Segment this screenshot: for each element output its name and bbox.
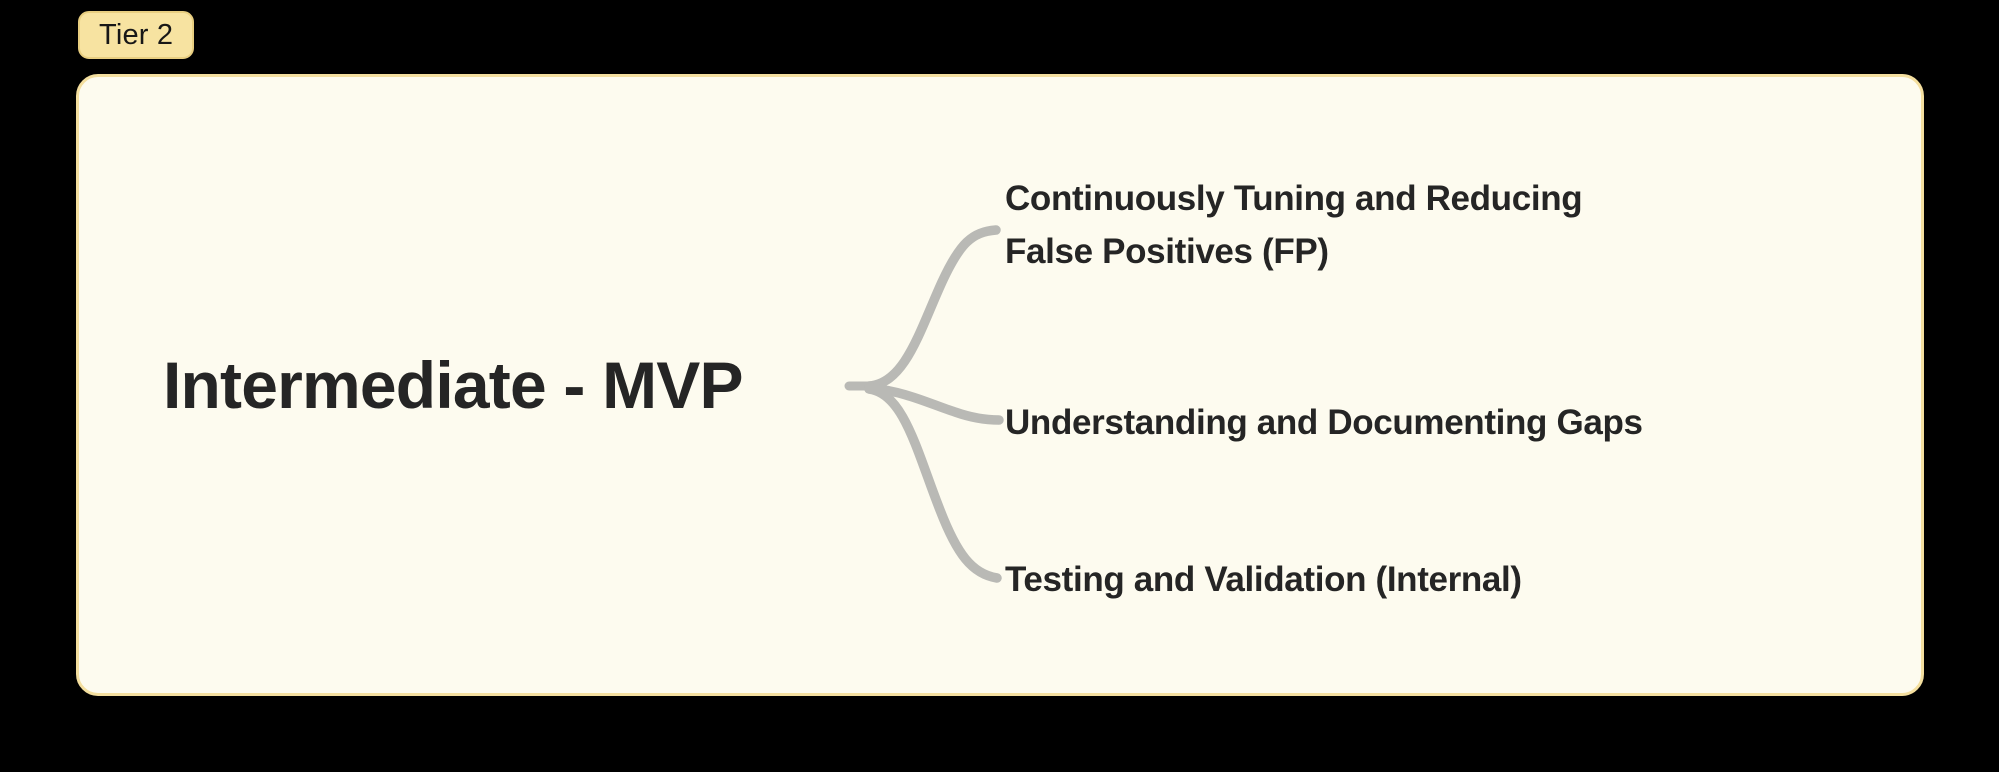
mindmap-branch-label-2: Testing and Validation (Internal) bbox=[1005, 560, 1522, 599]
mindmap-root-node: Intermediate - MVP bbox=[163, 340, 853, 432]
mindmap-branch-label-0: Continuously Tuning and Reducing False P… bbox=[1005, 179, 1583, 272]
mindmap-branch-label-1: Understanding and Documenting Gaps bbox=[1005, 403, 1643, 442]
mindmap-root-label: Intermediate - MVP bbox=[163, 348, 744, 423]
tier-badge-label: Tier 2 bbox=[99, 18, 174, 51]
tier-badge: Tier 2 bbox=[78, 11, 195, 59]
